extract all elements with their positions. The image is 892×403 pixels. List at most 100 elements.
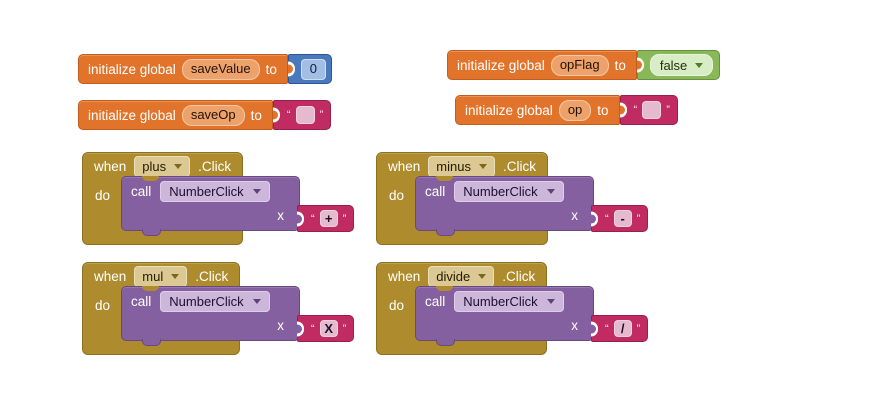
init-keyword-label: initialize global	[457, 57, 545, 73]
init-keyword-label: initialize global	[465, 102, 553, 118]
to-label: to	[614, 57, 626, 73]
close-quote-label: ”	[636, 322, 641, 335]
event-header[interactable]: when mul .Click	[83, 263, 239, 289]
operator-value-field[interactable]: -	[613, 210, 632, 227]
event-header[interactable]: when plus .Click	[83, 153, 242, 179]
call-numberclick-block[interactable]: call NumberClick x	[415, 286, 594, 346]
dropdown-arrow-icon[interactable]	[546, 189, 555, 194]
operator-value-field[interactable]: +	[319, 210, 338, 227]
procedure-dropdown[interactable]: NumberClick	[454, 181, 564, 202]
open-quote-label: “	[286, 109, 291, 121]
procedure-name-label: NumberClick	[463, 294, 538, 309]
text-value-field[interactable]	[295, 106, 315, 124]
variable-name-field[interactable]: opFlag	[550, 54, 609, 76]
when-label: when	[388, 158, 421, 174]
init-block-body[interactable]: initialize global saveOp to	[78, 100, 273, 130]
open-quote-label: “	[633, 104, 638, 116]
event-name-label: .Click	[502, 158, 536, 174]
variable-name-field[interactable]: saveOp	[181, 104, 245, 126]
component-dropdown[interactable]: plus	[134, 155, 191, 177]
component-name-label: divide	[436, 268, 471, 284]
operator-text-block[interactable]: “ + ”	[297, 205, 355, 232]
open-quote-label: “	[605, 322, 609, 335]
dropdown-arrow-icon[interactable]	[252, 299, 261, 304]
open-quote-label: “	[605, 212, 609, 225]
variable-name-field[interactable]: op	[558, 99, 592, 121]
do-label: do	[389, 188, 405, 203]
init-keyword-label: initialize global	[88, 61, 176, 77]
to-label: to	[250, 107, 262, 123]
operator-text-block[interactable]: “ X ”	[297, 315, 355, 342]
operator-text-block[interactable]: “ / ”	[591, 315, 649, 342]
text-value-field[interactable]	[642, 101, 662, 119]
init-global-saveValue-block[interactable]: initialize global saveValue to 0	[78, 54, 332, 84]
init-global-op-block[interactable]: initialize global op to “ ”	[455, 95, 678, 125]
component-dropdown[interactable]: mul	[134, 265, 188, 287]
dropdown-arrow-icon[interactable]	[478, 273, 487, 279]
dropdown-arrow-icon[interactable]	[478, 163, 487, 169]
text-value-block[interactable]: “ ”	[272, 100, 332, 130]
procedure-dropdown[interactable]: NumberClick	[454, 291, 564, 312]
close-quote-label: ”	[342, 212, 347, 225]
number-value-field[interactable]: 0	[300, 58, 326, 80]
call-numberclick-block[interactable]: call NumberClick x	[121, 176, 300, 236]
close-quote-label: ”	[319, 109, 324, 121]
procedure-dropdown[interactable]: NumberClick	[160, 181, 270, 202]
do-label: do	[95, 298, 111, 313]
dropdown-arrow-icon[interactable]	[546, 299, 555, 304]
call-label: call	[131, 184, 152, 199]
when-mul-click-block[interactable]: when mul .Click do call NumberClick x “ …	[82, 262, 355, 355]
procedure-name-label: NumberClick	[169, 184, 244, 199]
logic-value-label: false	[659, 57, 688, 73]
dropdown-arrow-icon[interactable]	[171, 273, 180, 279]
open-quote-label: “	[311, 212, 315, 225]
operator-value-field[interactable]: X	[319, 320, 338, 337]
call-label: call	[425, 294, 446, 309]
logic-value-block[interactable]: false	[636, 50, 721, 80]
operator-text-block[interactable]: “ - ”	[591, 205, 649, 232]
procedure-dropdown[interactable]: NumberClick	[160, 291, 270, 312]
when-divide-click-block[interactable]: when divide .Click do call NumberClick x…	[376, 262, 649, 355]
init-global-saveOp-block[interactable]: initialize global saveOp to “ ”	[78, 100, 332, 130]
component-name-label: plus	[142, 158, 167, 174]
close-quote-label: ”	[666, 104, 670, 116]
text-value-block[interactable]: “ ”	[619, 95, 678, 125]
to-label: to	[265, 61, 277, 77]
init-global-opFlag-block[interactable]: initialize global opFlag to false	[447, 50, 721, 80]
event-name-label: .Click	[198, 158, 232, 174]
event-header[interactable]: when divide .Click	[377, 263, 546, 289]
component-name-label: minus	[436, 158, 471, 174]
when-label: when	[94, 268, 127, 284]
when-label: when	[388, 268, 421, 284]
init-block-body[interactable]: initialize global op to	[455, 95, 620, 125]
param-label: x	[277, 208, 284, 223]
init-block-body[interactable]: initialize global opFlag to	[447, 50, 637, 80]
to-label: to	[597, 102, 609, 118]
component-dropdown[interactable]: minus	[428, 155, 495, 177]
procedure-name-label: NumberClick	[169, 294, 244, 309]
procedure-name-label: NumberClick	[463, 184, 538, 199]
dropdown-arrow-icon[interactable]	[695, 62, 704, 68]
init-block-body[interactable]: initialize global saveValue to	[78, 54, 288, 84]
event-name-label: .Click	[502, 268, 536, 284]
call-numberclick-block[interactable]: call NumberClick x	[415, 176, 594, 236]
component-name-label: mul	[142, 268, 164, 284]
param-label: x	[571, 318, 578, 333]
component-dropdown[interactable]: divide	[428, 265, 495, 287]
logic-dropdown[interactable]: false	[649, 54, 714, 76]
when-plus-click-block[interactable]: when plus .Click do call NumberClick x “…	[82, 152, 355, 245]
call-label: call	[131, 294, 152, 309]
dropdown-arrow-icon[interactable]	[252, 189, 261, 194]
open-quote-label: “	[311, 322, 315, 335]
number-value-block[interactable]: 0	[287, 54, 332, 84]
param-label: x	[571, 208, 578, 223]
init-keyword-label: initialize global	[88, 107, 176, 123]
variable-name-field[interactable]: saveValue	[181, 58, 260, 80]
close-quote-label: ”	[342, 322, 347, 335]
when-minus-click-block[interactable]: when minus .Click do call NumberClick x …	[376, 152, 649, 245]
do-label: do	[95, 188, 111, 203]
call-numberclick-block[interactable]: call NumberClick x	[121, 286, 300, 346]
operator-value-field[interactable]: /	[613, 320, 632, 337]
dropdown-arrow-icon[interactable]	[174, 163, 183, 169]
